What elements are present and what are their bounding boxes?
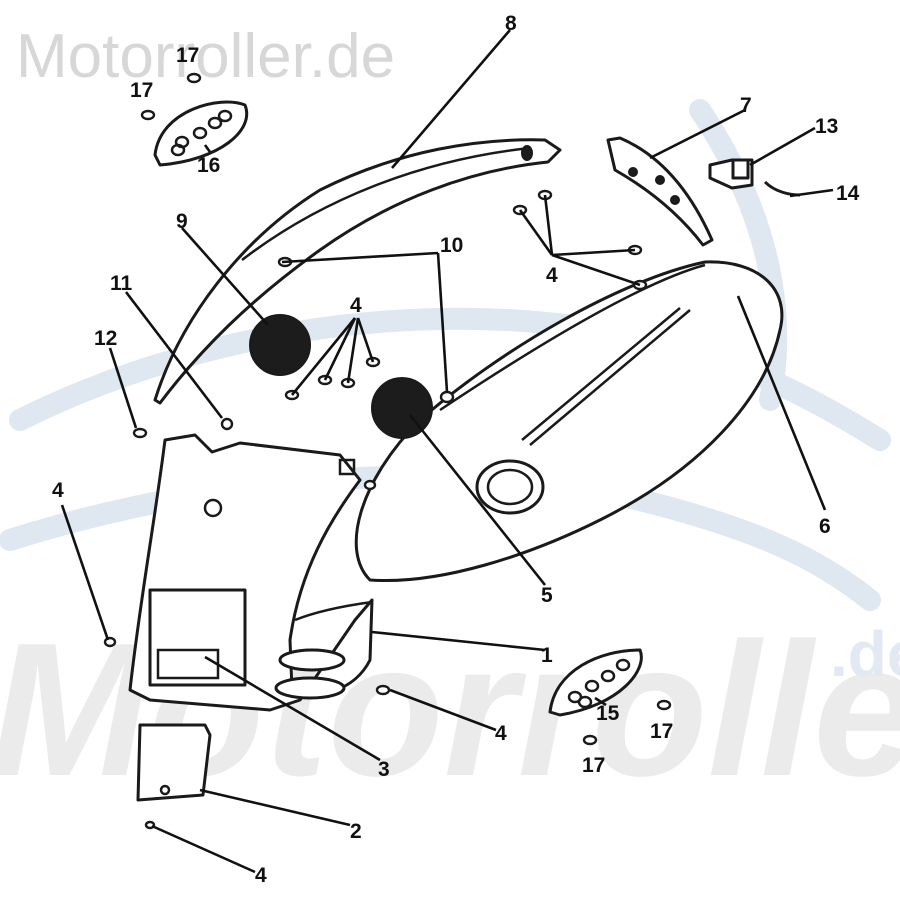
callout-labels: 1 2 3 4 4 4 4 4 4 5 6 7 8 9 10 11 12 13 … xyxy=(52,12,860,887)
part-upper-shield xyxy=(153,138,562,405)
callout-1: 1 xyxy=(541,644,553,667)
callout-4-upper-right: 4 xyxy=(546,264,558,287)
part-lamp-16 xyxy=(153,100,249,167)
callout-7: 7 xyxy=(740,94,752,117)
watermark-background-suffix: .de xyxy=(830,618,900,690)
callout-4-bottom: 4 xyxy=(255,864,267,887)
callout-9: 9 xyxy=(176,210,188,233)
callout-6: 6 xyxy=(819,515,831,538)
callout-10: 10 xyxy=(440,234,463,257)
part-leg-shield xyxy=(354,260,784,583)
part-trim-strip xyxy=(606,136,714,247)
callout-14: 14 xyxy=(836,182,860,205)
callout-15: 15 xyxy=(596,702,620,725)
callout-4-left: 4 xyxy=(52,479,64,502)
callout-16: 16 xyxy=(197,154,220,177)
part-speaker-lower xyxy=(371,377,433,439)
callout-12: 12 xyxy=(94,327,117,350)
part-wire xyxy=(763,180,801,197)
callout-2: 2 xyxy=(350,820,362,843)
callout-17-right: 17 xyxy=(650,720,673,743)
leader-lines xyxy=(60,29,834,874)
watermark-header: Motorroller.de xyxy=(16,22,395,91)
callout-5: 5 xyxy=(541,584,553,607)
callout-17-top: 17 xyxy=(176,44,199,67)
part-clip xyxy=(708,158,754,190)
swoosh-curl xyxy=(689,99,788,411)
callout-17-bottom: 17 xyxy=(582,754,605,777)
callout-11: 11 xyxy=(110,272,133,295)
part-cover xyxy=(136,723,212,802)
watermark-background-word: Motorroller xyxy=(0,604,900,816)
part-speaker-upper xyxy=(249,314,311,376)
part-lamp-15 xyxy=(548,648,643,717)
callout-17-left: 17 xyxy=(130,79,153,102)
callout-13: 13 xyxy=(815,115,838,138)
callout-8: 8 xyxy=(505,12,517,35)
callout-3: 3 xyxy=(378,758,390,781)
part-inner-panel xyxy=(128,433,374,712)
callout-4-lower-right: 4 xyxy=(495,722,507,745)
callout-4-middle: 4 xyxy=(350,294,362,317)
